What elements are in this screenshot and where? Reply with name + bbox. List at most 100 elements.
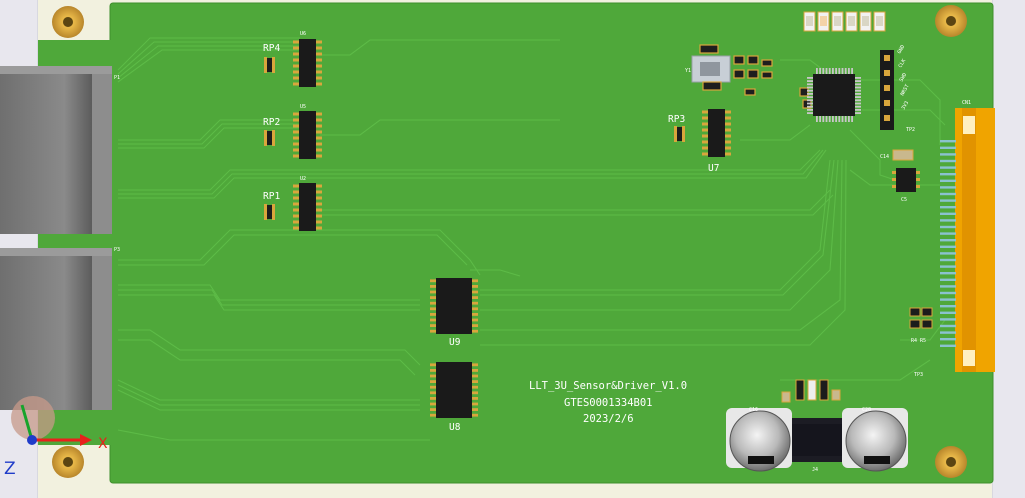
electrolytic-cap-c16[interactable] <box>726 408 792 472</box>
ic-pin <box>472 413 478 417</box>
ic-body <box>436 362 472 418</box>
mcu-pin <box>822 116 825 122</box>
led-lens <box>834 16 841 26</box>
ic-pin <box>702 140 708 144</box>
mcu-pin <box>855 112 861 114</box>
mcu-pin <box>855 86 861 89</box>
ic-pin <box>293 52 299 56</box>
ic-pin <box>316 52 322 56</box>
ic-pin <box>472 397 478 400</box>
mcu-pin <box>807 105 813 108</box>
electrolytic-cap-c20[interactable] <box>842 408 908 472</box>
connector-pin <box>940 212 956 215</box>
ref-p1: P1 <box>114 75 120 81</box>
ic-pin <box>316 40 322 44</box>
smd-component <box>733 69 745 79</box>
connector-pin <box>940 173 956 176</box>
oscillator-y1[interactable] <box>691 55 731 83</box>
mcu-pin <box>838 68 841 74</box>
edge-connector-cn1[interactable] <box>940 108 995 372</box>
ic-u9[interactable] <box>430 278 478 334</box>
connector-pin <box>940 179 956 182</box>
ic-pin <box>725 122 731 126</box>
mcu-qfp[interactable] <box>807 68 861 122</box>
ic-pin <box>293 58 299 62</box>
ic-pin <box>316 208 322 212</box>
ic-body <box>299 183 316 231</box>
connector-pin <box>940 206 956 209</box>
connector-pin <box>940 305 956 308</box>
mcu-pin <box>844 116 847 122</box>
connector-pin <box>940 166 956 169</box>
ref-rp2: RP2 <box>263 117 280 128</box>
ic-body <box>436 278 472 334</box>
ic-pin <box>472 380 478 383</box>
capacitor-c14[interactable] <box>892 149 914 161</box>
ic-pin <box>430 290 436 294</box>
mcu-pin <box>855 93 861 95</box>
led-lens <box>806 16 813 26</box>
ic-pin <box>293 196 299 200</box>
resistor-pack-rp1[interactable] <box>264 204 275 220</box>
led-row[interactable] <box>803 11 886 32</box>
connector-pin <box>940 258 956 262</box>
led-lens <box>820 16 827 26</box>
ic-u7[interactable] <box>702 109 731 157</box>
mcu-pin <box>828 116 831 122</box>
resistor-pack-rp2[interactable] <box>264 130 275 146</box>
ic-pin <box>472 402 478 406</box>
mcu-pin <box>816 116 818 122</box>
ic-pin <box>293 124 299 128</box>
mcu-pin <box>807 112 813 114</box>
ic-u6[interactable] <box>293 39 322 87</box>
ref-p3: P3 <box>114 247 120 253</box>
ref-rp1: RP1 <box>263 191 280 202</box>
resistor-r4-r5[interactable] <box>909 307 933 329</box>
axis-z-label: Z <box>4 459 16 479</box>
trace-layer <box>117 37 946 441</box>
ic-pin <box>293 202 299 206</box>
connector-pin <box>940 146 956 149</box>
ic-pin <box>430 369 436 372</box>
ic-pin <box>472 329 478 333</box>
connector-pin <box>940 311 956 314</box>
resistor-pack-rp4[interactable] <box>264 57 275 73</box>
ic-u2[interactable] <box>293 183 322 231</box>
mcu-pin <box>822 68 825 74</box>
mounting-hole-bottom-right <box>935 446 967 478</box>
ref-tp3: TP3 <box>914 372 923 378</box>
smd-component <box>747 69 759 79</box>
ic-body <box>299 111 316 159</box>
ic-pin <box>430 279 436 283</box>
ic-u3[interactable] <box>892 168 920 192</box>
ic-pin <box>430 374 436 378</box>
ic-u5[interactable] <box>293 111 322 159</box>
ic-pin <box>293 154 299 158</box>
connector-pin <box>940 153 956 156</box>
mcu-pin <box>851 116 853 122</box>
smd-component <box>702 81 722 91</box>
ic-pin <box>316 124 322 128</box>
mcu-pin <box>807 93 813 95</box>
ic-pin <box>316 142 322 146</box>
rj-connector-p1[interactable] <box>0 66 112 234</box>
ic-pin <box>472 279 478 283</box>
ic-pin <box>725 128 731 132</box>
resistor-pack-rp3[interactable] <box>674 126 685 142</box>
ic-pin <box>316 130 322 134</box>
connector-pin <box>940 265 956 268</box>
mcu-pin <box>848 68 850 74</box>
ref-rp3: RP3 <box>668 114 685 125</box>
ic-u8[interactable] <box>430 362 478 418</box>
ref-c14: C14 <box>880 154 889 160</box>
connector-pin <box>940 252 956 255</box>
connector-pin <box>940 338 956 341</box>
connector-pin <box>940 192 956 196</box>
ic-pin <box>316 214 322 218</box>
rj-connector-p3[interactable] <box>0 248 112 410</box>
ic-pin <box>472 324 478 327</box>
axis-triad[interactable]: X Z <box>4 396 108 479</box>
connector-pin <box>940 225 956 229</box>
